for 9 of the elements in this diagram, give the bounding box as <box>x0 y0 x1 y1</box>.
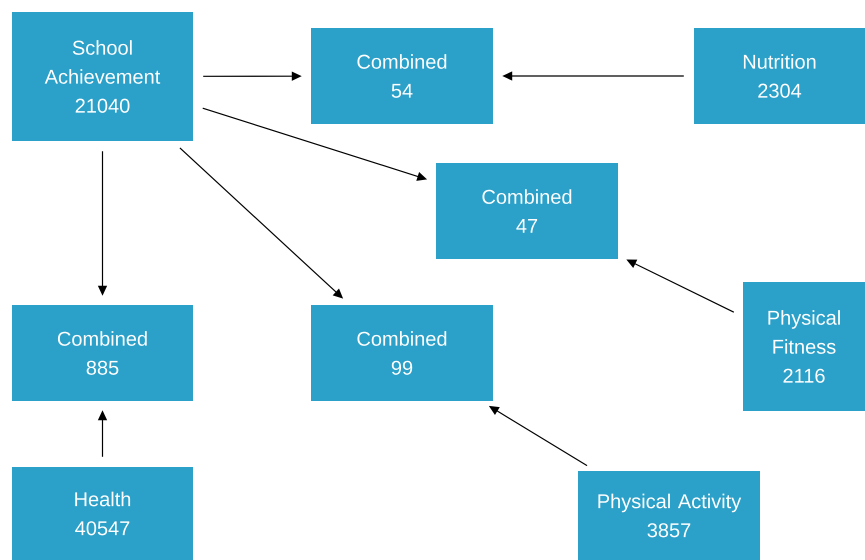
process-box: Combined 47 <box>436 163 618 259</box>
process-box: Combined 99 <box>311 305 493 401</box>
process-box: Combined 54 <box>311 28 493 124</box>
process-box: Physical Fitness 2116 <box>743 282 865 411</box>
process-box: Nutrition 2304 <box>694 28 865 124</box>
process-box: Physical Activity 3857 <box>578 471 760 560</box>
process-box: Combined 885 <box>12 305 193 401</box>
process-box: School Achievement 21040 <box>12 12 193 141</box>
process-box: Health 40547 <box>12 467 193 560</box>
